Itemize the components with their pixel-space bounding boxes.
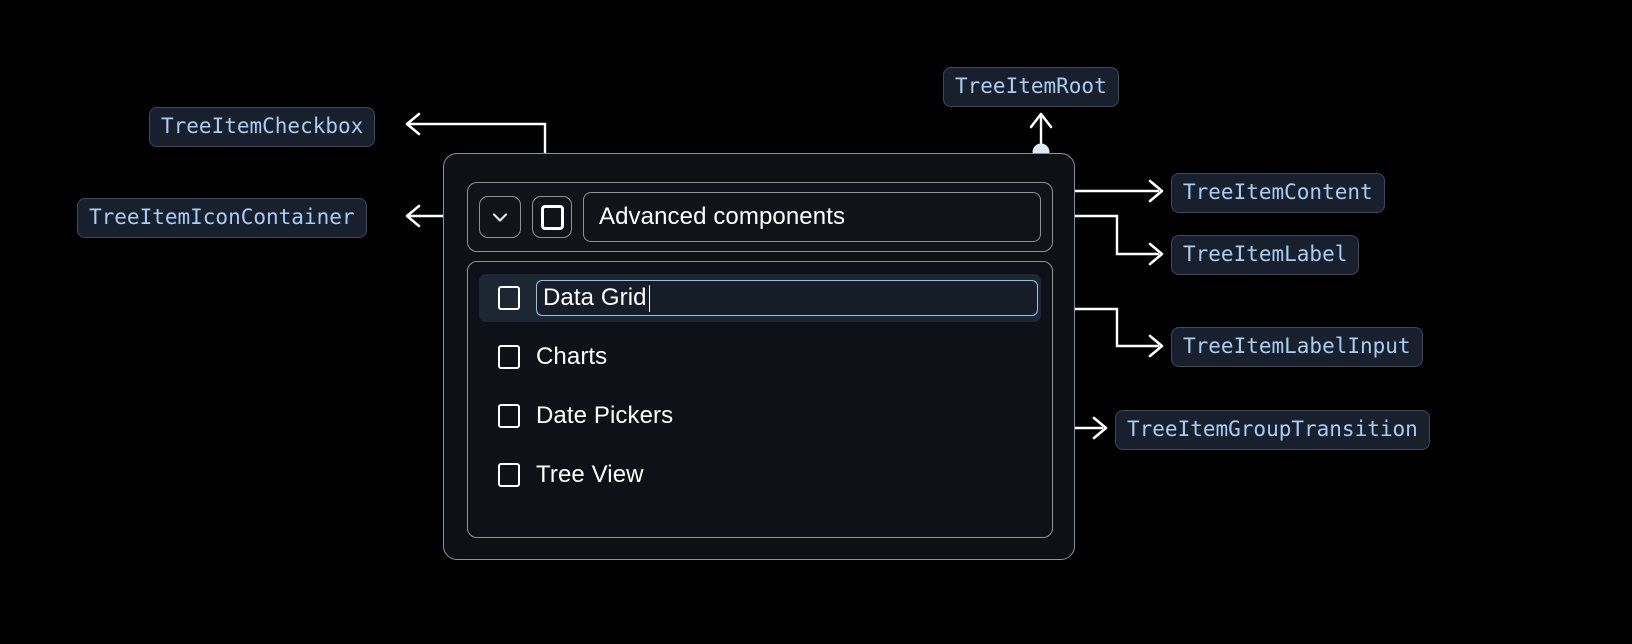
text-caret <box>648 284 651 312</box>
tree-item-label: Charts <box>536 343 608 370</box>
tree-item-label: Tree View <box>536 461 644 488</box>
arrowhead-tree-item-checkbox <box>405 112 421 136</box>
tree-item-label-input-value: Data Grid <box>543 284 647 311</box>
checkbox-unchecked-icon[interactable] <box>498 286 520 310</box>
tree-item-row-tree-view[interactable]: Tree View <box>479 451 1041 499</box>
annotation-tree-item-label-input: TreeItemLabelInput <box>1171 327 1423 367</box>
tree-item-label[interactable]: Advanced components <box>583 192 1041 242</box>
tree-item-label-input[interactable]: Data Grid <box>536 280 1038 316</box>
arrowhead-tree-item-group-transition <box>1092 416 1108 440</box>
arrowhead-tree-item-content <box>1148 179 1164 203</box>
arrowhead-tree-item-root <box>1029 112 1053 129</box>
annotation-tree-item-root: TreeItemRoot <box>943 67 1119 107</box>
tree-item-checkbox[interactable] <box>532 196 572 238</box>
tree-item-row-data-grid[interactable]: Data Grid <box>479 274 1041 322</box>
checkbox-unchecked-icon[interactable] <box>498 463 520 487</box>
tree-item-row-date-pickers[interactable]: Date Pickers <box>479 392 1041 440</box>
checkbox-unchecked-icon[interactable] <box>498 345 520 369</box>
chevron-down-icon <box>488 205 512 229</box>
tree-item-row-charts[interactable]: Charts <box>479 333 1041 381</box>
annotation-tree-item-label: TreeItemLabel <box>1171 235 1360 275</box>
arrowhead-tree-item-label-input <box>1148 334 1164 358</box>
annotation-tree-item-group-transition: TreeItemGroupTransition <box>1115 410 1430 450</box>
tree-item-content[interactable]: Advanced components <box>467 182 1053 252</box>
tree-item-group-transition: Data Grid Charts Date Pickers Tree View <box>467 261 1053 538</box>
checkbox-unchecked-icon[interactable] <box>498 404 520 428</box>
annotation-tree-item-content: TreeItemContent <box>1171 173 1385 213</box>
tree-item-icon-container[interactable] <box>479 196 521 238</box>
annotation-tree-item-icon-container: TreeItemIconContainer <box>77 198 367 238</box>
tree-item-root[interactable]: Advanced components Data Grid Charts Dat… <box>443 153 1075 560</box>
tree-item-label: Date Pickers <box>536 402 674 429</box>
annotation-tree-item-checkbox: TreeItemCheckbox <box>149 107 376 147</box>
arrowhead-tree-item-icon-container <box>405 204 421 228</box>
checkbox-unchecked-icon <box>540 204 564 230</box>
arrowhead-tree-item-label <box>1148 242 1164 266</box>
